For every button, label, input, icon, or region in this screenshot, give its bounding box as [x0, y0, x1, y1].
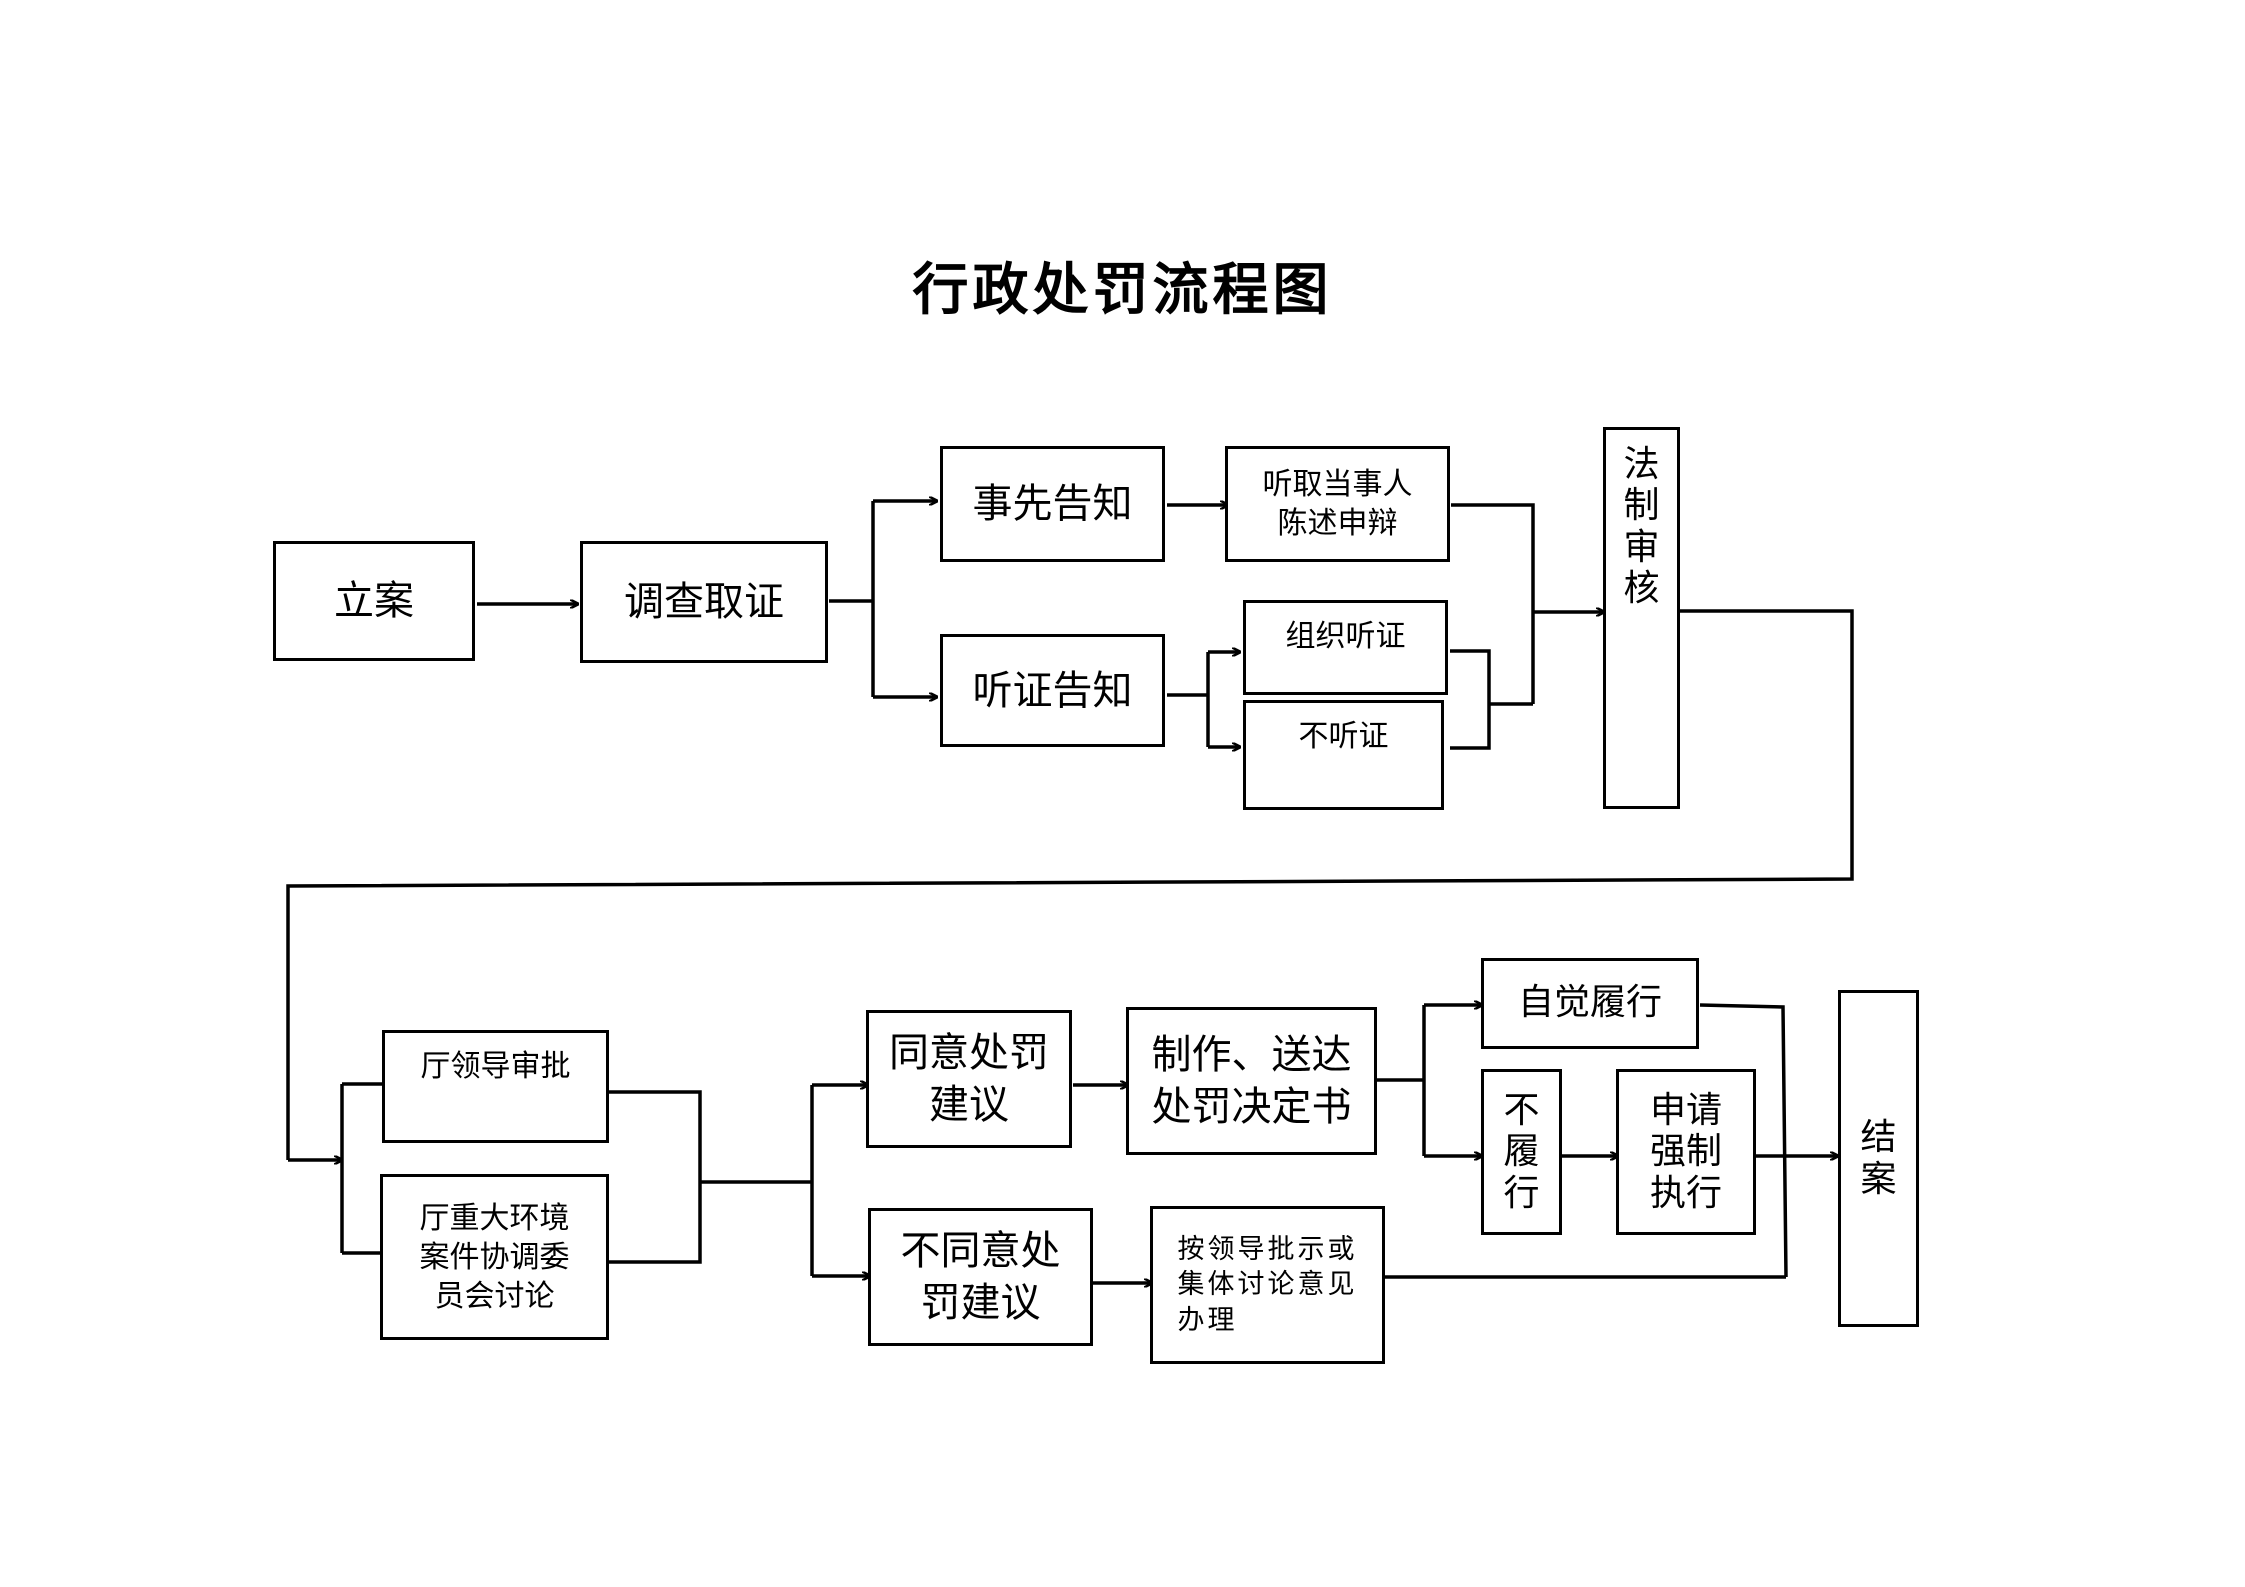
- node-jie-an: 结 案: [1838, 990, 1919, 1327]
- connector-tingqu-to-merge: [1451, 503, 1535, 704]
- connector-fazhi-to-row2: [286, 609, 1854, 1160]
- node-zu-zhi-ting-zheng: 组织听证: [1243, 600, 1448, 695]
- connector-row2-merge: [609, 1085, 814, 1276]
- node-ting-ling-dao-shen-pi: 厅领导审批: [382, 1030, 609, 1143]
- node-li-an: 立案: [273, 541, 475, 661]
- node-tong-yi-chu-fa: 同意处罚 建议: [866, 1010, 1072, 1148]
- page-title: 行政处罚流程图: [912, 257, 1333, 323]
- node-fa-zhi-shen-he: 法 制 审 核: [1603, 427, 1680, 809]
- connector-zijue-to-merge: [1699, 1003, 1788, 1278]
- node-bu-tong-yi-chu-fa: 不同意处 罚建议: [868, 1208, 1093, 1346]
- node-zhi-zuo-song-da: 制作、送达 处罚决定书: [1126, 1007, 1377, 1155]
- node-shi-xian-gao-zhi: 事先告知: [940, 446, 1165, 562]
- connector-diaocha-split: [829, 501, 875, 697]
- node-zi-jue-lv-xing: 自觉履行: [1481, 958, 1699, 1049]
- node-ting-qu-dang-shi-ren: 听取当事人 陈述申辩: [1225, 446, 1450, 562]
- node-an-ling-dao-pi-shi: 按领导批示或 集体讨论意见 办理: [1150, 1206, 1385, 1364]
- connector-row2-split: [340, 1082, 384, 1255]
- node-ting-zheng-gao-zhi: 听证告知: [940, 634, 1165, 747]
- node-bu-lv-xing: 不 履 行: [1481, 1069, 1562, 1235]
- connector-tingzheng-split: [1167, 652, 1210, 747]
- connector-zuzhi-buting: [1450, 649, 1533, 750]
- node-ting-zhong-da-huan-jing: 厅重大环境 案件协调委 员会讨论: [380, 1174, 609, 1340]
- node-diao-cha-qu-zheng: 调查取证: [580, 541, 828, 663]
- node-bu-ting-zheng: 不听证: [1243, 700, 1444, 810]
- node-shen-qing-qiang-zhi-zhi-xing: 申请 强制 执行: [1616, 1069, 1756, 1235]
- connector-zhizuo-split: [1377, 1005, 1426, 1156]
